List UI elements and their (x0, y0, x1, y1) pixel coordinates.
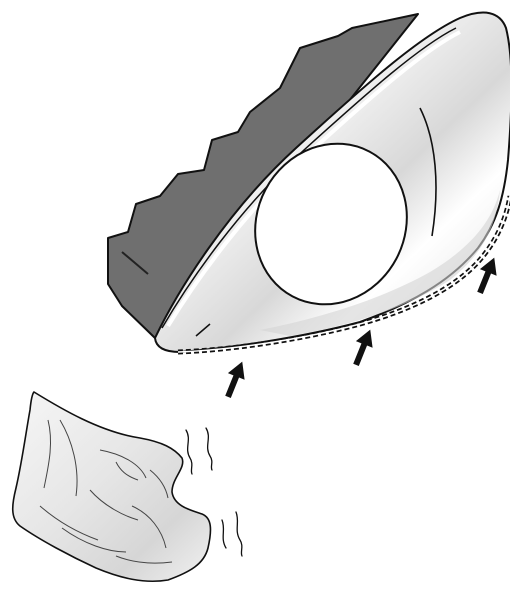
arrow-icon (472, 254, 503, 296)
cleaning-cloth (13, 392, 211, 581)
arrow-icon (348, 326, 379, 368)
arrow-icon (220, 358, 251, 400)
